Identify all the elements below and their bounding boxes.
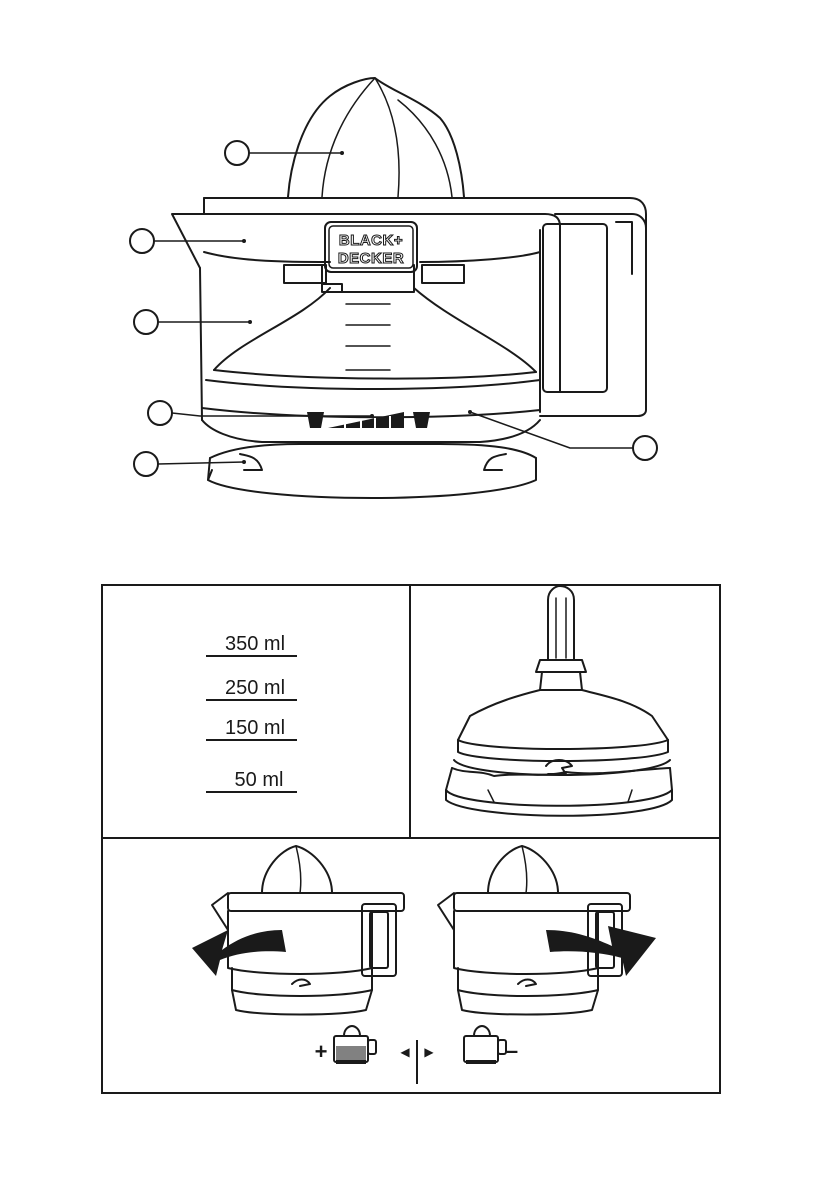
cone-reamer-illustration: [446, 586, 672, 816]
pulp-less-icon: [464, 1026, 506, 1064]
callout-jug: [134, 310, 252, 334]
pulp-more-symbol: +: [315, 1039, 328, 1064]
level-150: 150 ml: [225, 717, 285, 739]
pulp-more-icon: [334, 1026, 376, 1064]
callout-motor-unit: [468, 410, 657, 460]
pulp-control-legend: + ◀ ▶ –: [315, 1026, 519, 1084]
brand-logo: BLACK+ DECKER: [325, 222, 417, 272]
juicer-overview-illustration: BLACK+ DECKER: [130, 78, 657, 498]
reamer-cone: [288, 78, 464, 197]
rotate-left-arrow-icon: [192, 930, 286, 976]
level-350: 350 ml: [225, 633, 285, 655]
level-50: 50 ml: [235, 769, 284, 791]
instruction-panel: 350 ml 250 ml 150 ml 50 ml: [102, 585, 720, 1093]
jug-handle: [540, 214, 646, 416]
brand-line-1: BLACK+: [339, 232, 403, 249]
right-arrow: ▶: [424, 1045, 434, 1059]
measurement-scale: 350 ml 250 ml 150 ml 50 ml: [206, 633, 297, 792]
callout-base: [134, 452, 246, 476]
base: [208, 444, 536, 498]
callout-reamer: [225, 141, 344, 165]
brand-line-2: DECKER: [338, 250, 404, 267]
motor-unit: [202, 408, 540, 442]
strainer-lid: [172, 198, 646, 292]
callout-strainer: [130, 229, 246, 253]
jug-more-pulp-illustration: [192, 846, 404, 1015]
left-arrow: ◀: [400, 1045, 410, 1059]
pulp-less-symbol: –: [506, 1038, 518, 1063]
level-250: 250 ml: [225, 677, 285, 699]
jug-less-pulp-illustration: [438, 846, 656, 1015]
